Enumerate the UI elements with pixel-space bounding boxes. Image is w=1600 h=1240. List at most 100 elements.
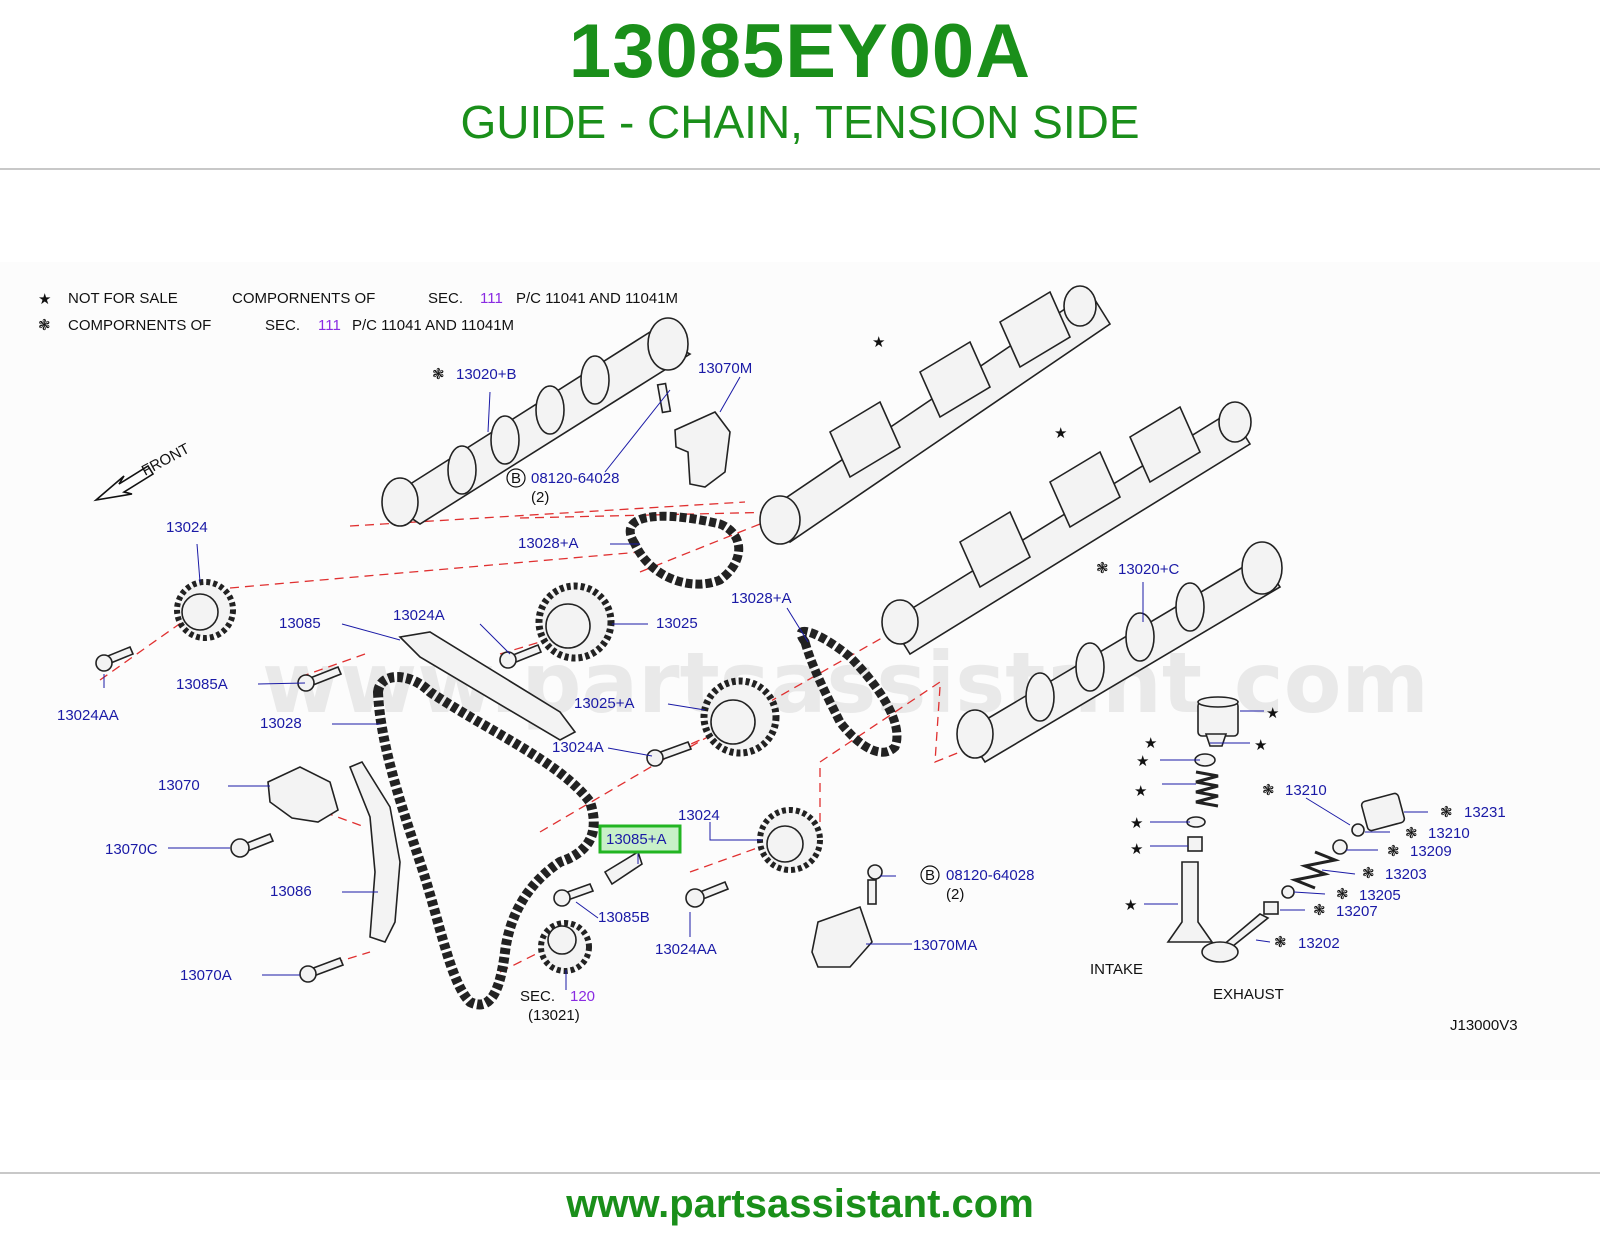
star-markers: ★ ★ ★ ★ ★ ★ ★ ★ ★ ★ [872,334,1279,914]
label-13070m[interactable]: 13070M [698,360,752,377]
tensioner-13070ma [811,879,877,968]
sprocket-13021 [538,920,592,974]
legend-row2-sec-number: 111 [318,317,341,334]
sprocket-13025a [700,677,780,757]
legend-row2-text1: COMPORNENTS OF [68,317,211,334]
label-13024aa-left[interactable]: 13024AA [57,707,119,724]
highlight-box [598,824,682,854]
legend-row2-text3: P/C 11041 AND 11041M [352,317,514,334]
camshaft-13020b [381,317,692,527]
flower-icon: ❃ [1362,865,1375,882]
star-icon: ★ [1254,737,1267,754]
tensioner-13070 [267,766,339,823]
legend-row1-sec-label: SEC. [428,290,463,307]
label-13210-b[interactable]: 13210 [1428,825,1470,842]
label-13086[interactable]: 13086 [270,883,312,900]
label-13020c[interactable]: 13020+C [1118,561,1179,578]
b-marker-icon [506,468,526,488]
label-13070c[interactable]: 13070C [105,841,158,858]
part-description: GUIDE - CHAIN, TENSION SIDE [460,96,1140,148]
label-exhaust: EXHAUST [1213,986,1284,1003]
label-sec: SEC. [520,988,555,1005]
label-13070a[interactable]: 13070A [180,967,232,984]
alignment-lines [99,501,986,973]
label-intake: INTAKE [1090,961,1143,978]
label-13203[interactable]: 13203 [1385,866,1427,883]
label-13085a[interactable]: 13085A [176,676,228,693]
flower-icon: ❃ [1405,825,1418,842]
slack-guide-13086 [348,761,401,943]
label-13207[interactable]: 13207 [1336,903,1378,920]
label-13070[interactable]: 13070 [158,777,200,794]
star-icon: ★ [1144,735,1157,752]
leader-lines [103,376,1428,990]
front-arrow-icon: FRONT [93,440,193,502]
label-13070ma[interactable]: 13070MA [913,937,977,954]
label-13025[interactable]: 13025 [656,615,698,632]
label-13024a-lower[interactable]: 13024A [552,739,604,756]
label-13231[interactable]: 13231 [1464,804,1506,821]
chain-13028a-upper [625,511,744,589]
tensioner-13070m [656,382,731,488]
footer-url[interactable]: www.partsassistant.com [566,1182,1034,1226]
sprocket-13025 [535,582,615,662]
label-13028a-upper[interactable]: 13028+A [518,535,578,552]
header-divider [0,168,1600,170]
flower-icon: ❃ [432,366,445,383]
label-13020b[interactable]: 13020+B [456,366,516,383]
label-13085b[interactable]: 13085B [598,909,650,926]
legend-row1-text2: COMPORNENTS OF [232,290,375,307]
star-icon: ★ [1130,841,1143,858]
star-icon: ★ [1054,425,1067,442]
star-icon: ★ [1136,753,1149,770]
star-icon: ★ [1266,705,1279,722]
label-08120-64028-lower[interactable]: 08120-64028 [946,867,1034,884]
label-sec-subpart: (13021) [528,1007,580,1024]
label-13024aa-lower[interactable]: 13024AA [655,941,717,958]
flower-icon: ❃ [1387,843,1400,860]
b-marker-icon [920,865,940,885]
label-13025a[interactable]: 13025+A [574,695,634,712]
star-icon: ★ [1134,783,1147,800]
label-13024a-upper[interactable]: 13024A [393,607,445,624]
label-08120-64028-upper[interactable]: 08120-64028 [531,470,619,487]
legend-flower-icon: ❃ [38,317,51,334]
label-13205[interactable]: 13205 [1359,887,1401,904]
flower-icon: ❃ [1440,804,1453,821]
legend-row2-sec-label: SEC. [265,317,300,334]
label-13085a-highlighted[interactable]: 13085+A [606,831,666,848]
label-13202[interactable]: 13202 [1298,935,1340,952]
label-13210-a[interactable]: 13210 [1285,782,1327,799]
flower-icon: ❃ [1096,560,1109,577]
label-13028[interactable]: 13028 [260,715,302,732]
camshaft-bracket-lower [881,401,1252,656]
diagram-canvas: www.partsassistant.com ★ NOT FOR SALE CO… [38,285,1518,1034]
flower-icon: ❃ [1313,902,1326,919]
legend-row1-text4: P/C 11041 AND 11041M [516,290,678,307]
chain-guide-13085a [603,850,643,886]
star-icon: ★ [1124,897,1137,914]
label-sec-number[interactable]: 120 [570,988,595,1005]
front-label: FRONT [139,440,193,479]
flower-icon: ❃ [1262,782,1275,799]
bolts [95,643,883,983]
sprocket-13024-top [174,579,236,641]
star-icon: ★ [872,334,885,351]
footer-divider [0,1172,1600,1174]
label-qty-upper: (2) [531,489,549,506]
label-13024-top[interactable]: 13024 [166,519,208,536]
flower-icon: ❃ [1336,886,1349,903]
label-qty-lower: (2) [946,886,964,903]
label-13085[interactable]: 13085 [279,615,321,632]
legend: ★ NOT FOR SALE COMPORNENTS OF SEC. 111 P… [38,290,678,334]
legend-row1-sec-number: 111 [480,290,503,307]
parts-diagram: www.partsassistant.com ★ NOT FOR SALE CO… [0,262,1600,1080]
valve-train [1166,696,1406,963]
legend-row1-text1: NOT FOR SALE [68,290,178,307]
label-13028a-lower[interactable]: 13028+A [731,590,791,607]
b-marker-label: B [511,470,521,487]
star-icon: ★ [1130,815,1143,832]
callout-labels: ❃ 13020+B 13070M 08120-64028 (2) 13024 1… [57,360,1518,1034]
label-13209[interactable]: 13209 [1410,843,1452,860]
label-13024-mid[interactable]: 13024 [678,807,720,824]
